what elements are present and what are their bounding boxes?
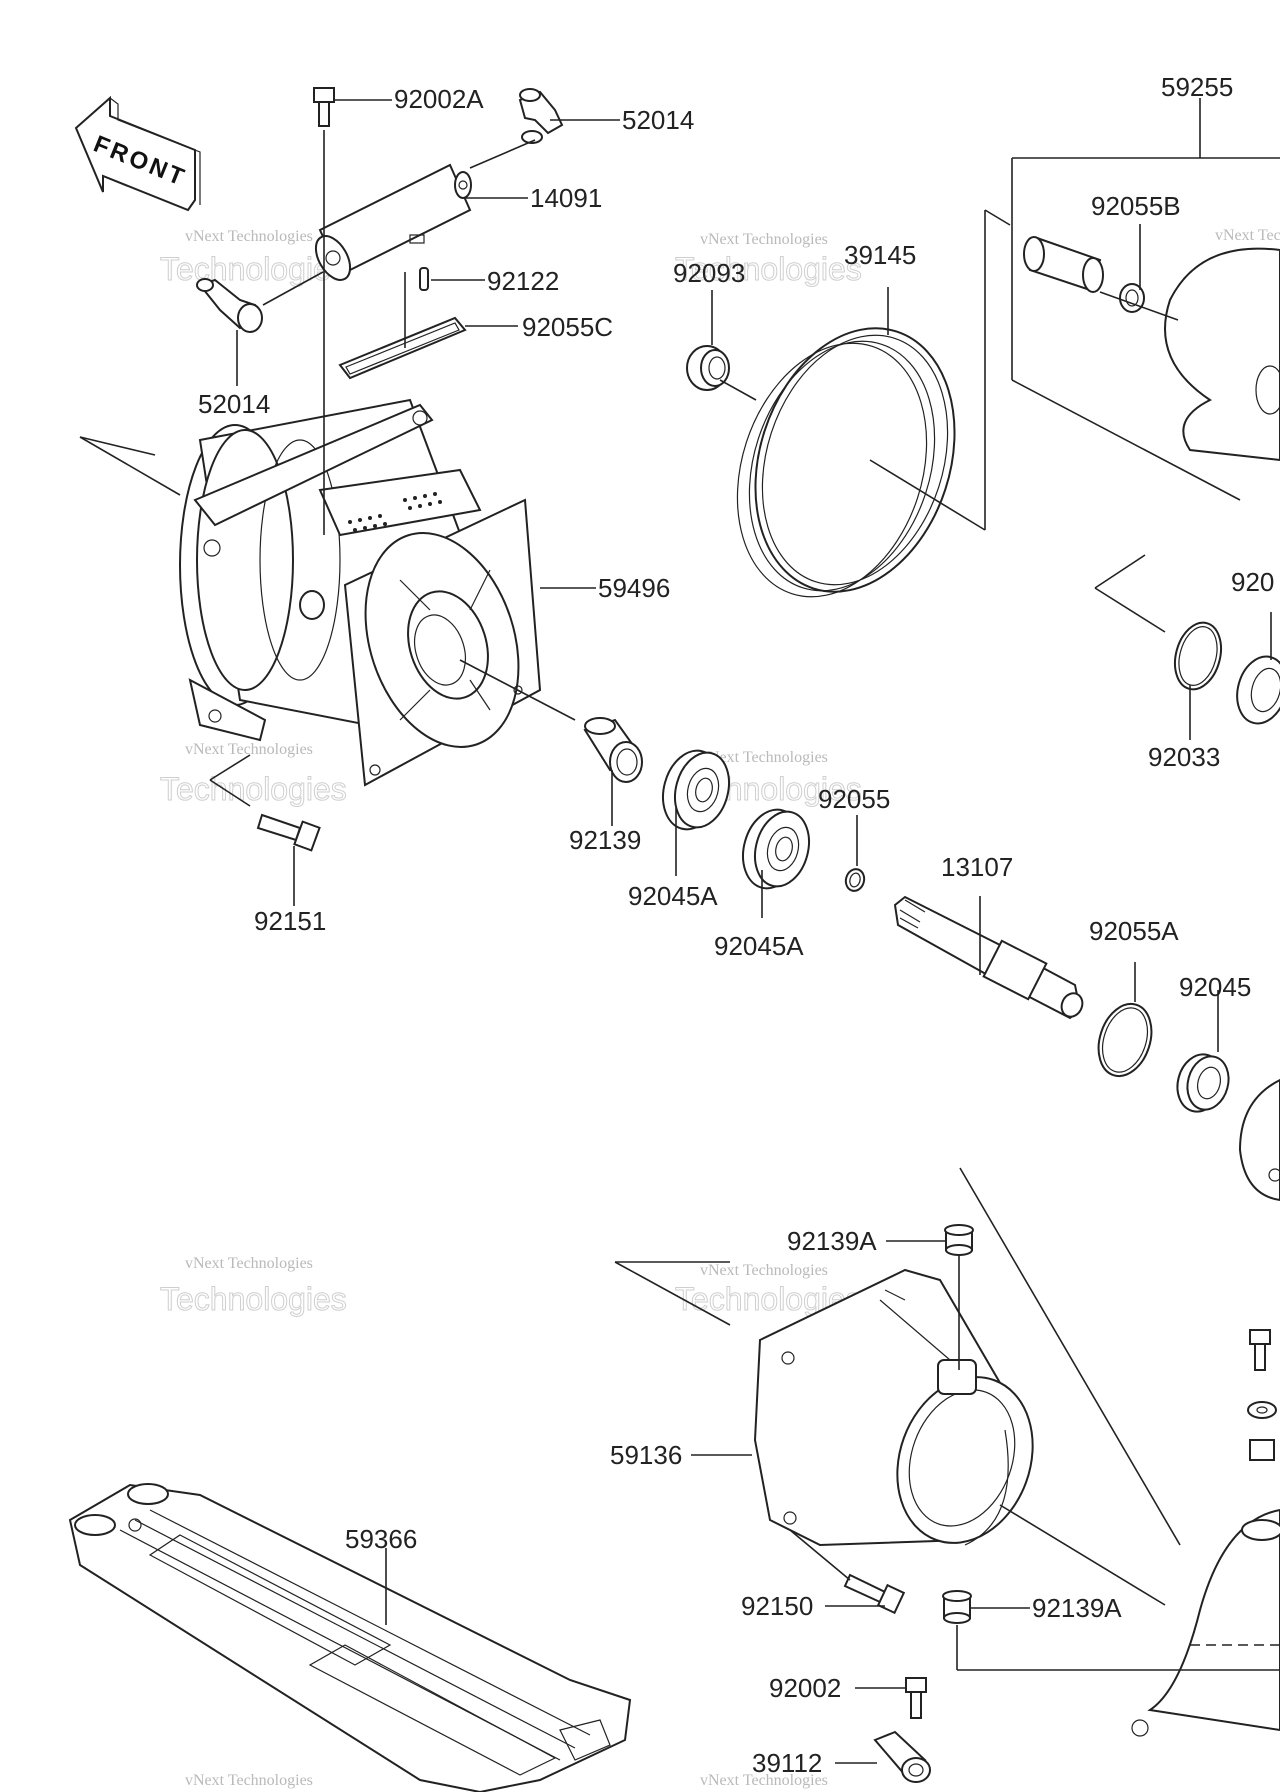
callout-59136: 59136 (610, 1440, 682, 1470)
pin-92122 (419, 267, 429, 291)
callout-52014-top: 52014 (622, 105, 694, 135)
callout-92055B: 92055B (1091, 191, 1181, 221)
leader-lines (209, 98, 1280, 1764)
callout-92045: 92045 (1179, 972, 1251, 1002)
pump-case (79, 398, 542, 787)
watermark-text: vNext Technologies (185, 741, 313, 758)
collar-92139 (583, 717, 643, 783)
watermark-text: vNext Technologies (185, 1255, 313, 1272)
grill-dots (348, 492, 442, 532)
liner-39145 (736, 327, 956, 598)
bolt-92002 (905, 1677, 927, 1719)
callout-92151: 92151 (254, 906, 326, 936)
watermark-outline: Technologies (160, 771, 347, 807)
tube-assembly (314, 163, 472, 281)
support-line (956, 1167, 1280, 1671)
watermark-text: vNext Technologies (700, 749, 828, 766)
callout-92093: 92093 (673, 258, 745, 288)
callout-92150: 92150 (741, 1591, 813, 1621)
watermark-outline: Technologies (160, 251, 347, 287)
callout-59366: 59366 (345, 1524, 417, 1554)
bearing-92045 (1176, 1053, 1230, 1113)
oring-92055A (1097, 1002, 1153, 1078)
bolt-92002A (313, 87, 335, 127)
impeller-59255 (1164, 247, 1280, 462)
callout-92033: 92033 (1148, 742, 1220, 772)
callout-labels: 92002A 52014 59255 14091 92055B 39145 92… (198, 72, 1274, 1778)
retainer-92033 (1173, 621, 1223, 691)
nozzle-59136 (753, 1268, 1034, 1547)
bolt-92151 (256, 813, 321, 852)
bolt-92150 (843, 1573, 906, 1615)
callout-92055: 92055 (818, 784, 890, 814)
callout-39112: 39112 (752, 1748, 822, 1778)
callout-59255: 59255 (1161, 72, 1233, 102)
watermark-text: vNext Technologies (700, 1262, 828, 1279)
watermark-text: vNext Technologies (700, 1772, 828, 1789)
callout-92002: 92002 (769, 1673, 841, 1703)
cap-92093 (686, 345, 730, 391)
callout-92055A: 92055A (1089, 916, 1179, 946)
callout-52014-left: 52014 (198, 389, 270, 419)
callout-13107: 13107 (941, 852, 1013, 882)
callout-92045A-1: 92045A (628, 881, 718, 911)
callout-920-partial: 920 (1231, 567, 1274, 597)
watermark-outline: Technologies (675, 251, 862, 287)
link-39112 (873, 1730, 931, 1783)
watermark-text: vNext Technologies (1215, 227, 1280, 244)
callout-92139A-bot: 92139A (1032, 1593, 1122, 1623)
watermark-text: vNext Technologies (700, 231, 828, 248)
callout-92055C: 92055C (522, 312, 613, 342)
watermark-text: vNext Technologies (185, 1772, 313, 1789)
callout-92002A: 92002A (394, 84, 484, 114)
collar-92139A-top (944, 1224, 974, 1256)
collar-92139A-bottom (942, 1590, 972, 1624)
ride-plate-59366 (68, 1483, 632, 1792)
callout-59496: 59496 (598, 573, 670, 603)
seal-920-partial (1236, 655, 1280, 725)
seal-92055C (338, 316, 467, 380)
callout-92139: 92139 (569, 825, 641, 855)
watermark-text: vNext Technologies (185, 228, 313, 245)
fitting-52014-left (196, 278, 263, 333)
oring-92055 (844, 868, 866, 892)
bearing-92045A-2 (742, 808, 810, 890)
callout-92045A-2: 92045A (714, 931, 804, 961)
bearing-92045A-1 (662, 749, 730, 831)
callout-39145: 39145 (844, 240, 916, 270)
callout-14091: 14091 (530, 183, 602, 213)
shaft-13107 (893, 895, 1084, 1020)
callout-92122: 92122 (487, 266, 559, 296)
fitting-52014-top (518, 88, 564, 144)
watermark-outline: Technologies (160, 1281, 347, 1317)
right-side-parts-partial (1131, 1329, 1280, 1737)
front-arrow-icon: FRONT (74, 95, 201, 212)
callout-92139A-top: 92139A (787, 1226, 877, 1256)
pump-cover-partial (1238, 1078, 1280, 1202)
